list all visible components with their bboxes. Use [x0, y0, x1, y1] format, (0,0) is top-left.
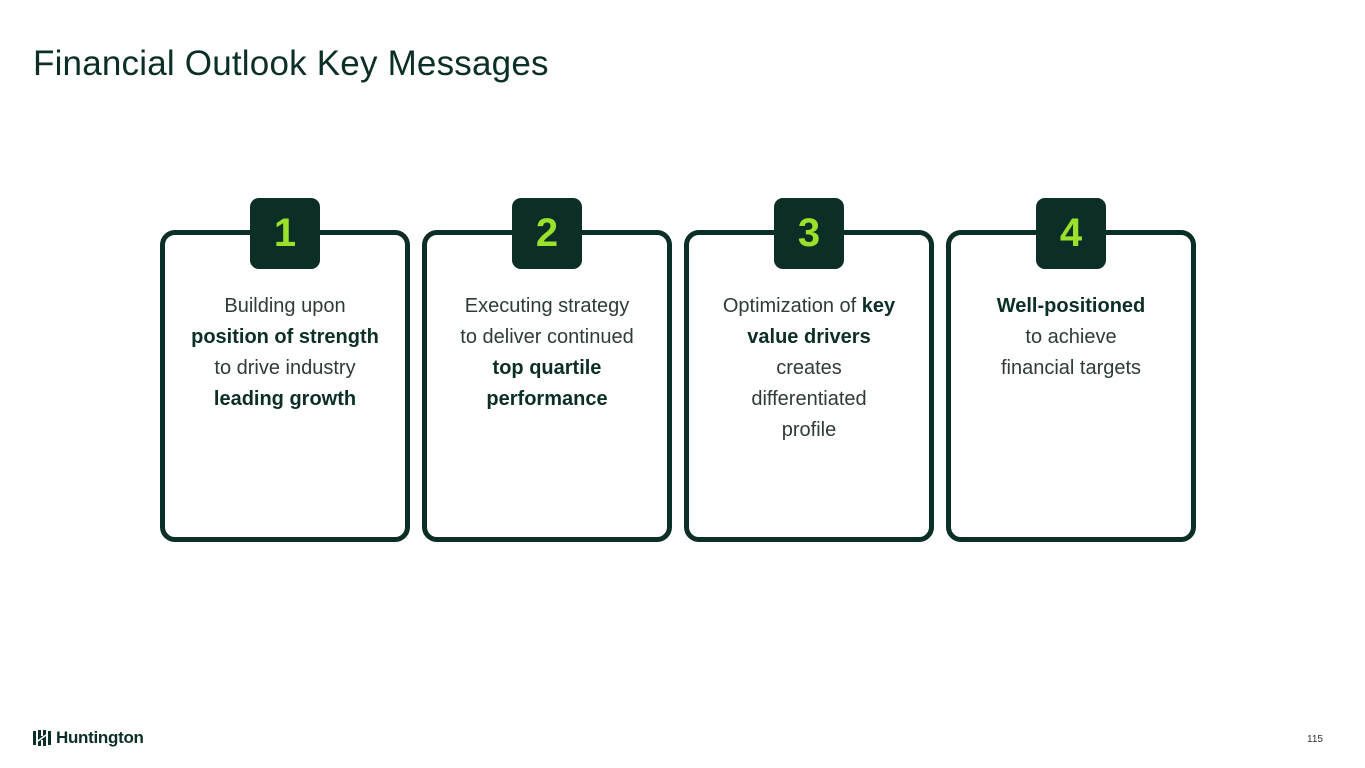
message-text-segment: creates — [776, 357, 842, 379]
message-text: Optimization of key value drivers creates d… — [689, 291, 929, 446]
message-line: Building upon — [165, 291, 405, 322]
emphasis-text: performance — [486, 388, 608, 410]
message-text: Building upon position of strength to driv… — [165, 291, 405, 415]
number-badge: 2 — [512, 198, 582, 269]
message-line: performance — [427, 384, 667, 415]
emphasis-text: key — [861, 295, 896, 317]
message-line: creates — [689, 353, 929, 384]
emphasis-text: top quartile — [492, 357, 602, 379]
message-text-segment: to deliver continued — [460, 326, 634, 348]
huntington-logo: Huntington — [33, 728, 144, 748]
huntington-logo-icon — [33, 730, 51, 746]
message-text-segment: to drive industry — [214, 357, 356, 379]
number-badge: 4 — [1036, 198, 1106, 269]
emphasis-text: value drivers — [747, 326, 871, 348]
message-text-segment: Executing strategy — [464, 295, 630, 317]
message-line: to drive industry — [165, 353, 405, 384]
logo-text: Huntington — [56, 728, 144, 747]
message-line: Executing strategy — [427, 291, 667, 322]
message-line: to achieve — [951, 322, 1191, 353]
message-text-segment: Optimization of — [722, 295, 862, 317]
message-line: differentiated — [689, 384, 929, 415]
number-badge: 1 — [250, 198, 320, 269]
message-text-segment: to achieve — [1025, 326, 1117, 348]
message-line: value drivers — [689, 322, 929, 353]
message-text-segment: profile — [781, 419, 837, 441]
message-text-segment: financial targets — [1000, 357, 1142, 379]
number-badge: 3 — [774, 198, 844, 269]
message-line: to deliver continued — [427, 322, 667, 353]
message-line: Well-positioned — [951, 291, 1191, 322]
message-text: Well-positioned to achieve financial targe… — [951, 291, 1191, 384]
page-title: Financial Outlook Key Messages — [33, 44, 549, 83]
message-text-segment: Building upon — [224, 295, 346, 317]
emphasis-text: leading growth — [213, 388, 357, 410]
message-line: position of strength — [165, 322, 405, 353]
emphasis-text: Well-positioned — [996, 295, 1146, 317]
message-line: Optimization of key — [689, 291, 929, 322]
message-line: leading growth — [165, 384, 405, 415]
message-line: top quartile — [427, 353, 667, 384]
message-line: profile — [689, 415, 929, 446]
message-line: financial targets — [951, 353, 1191, 384]
emphasis-text: position of strength — [191, 326, 379, 348]
message-text: Executing strategy to deliver continued to… — [427, 291, 667, 415]
page-number: 115 — [1307, 734, 1323, 745]
message-text-segment: differentiated — [751, 388, 867, 410]
